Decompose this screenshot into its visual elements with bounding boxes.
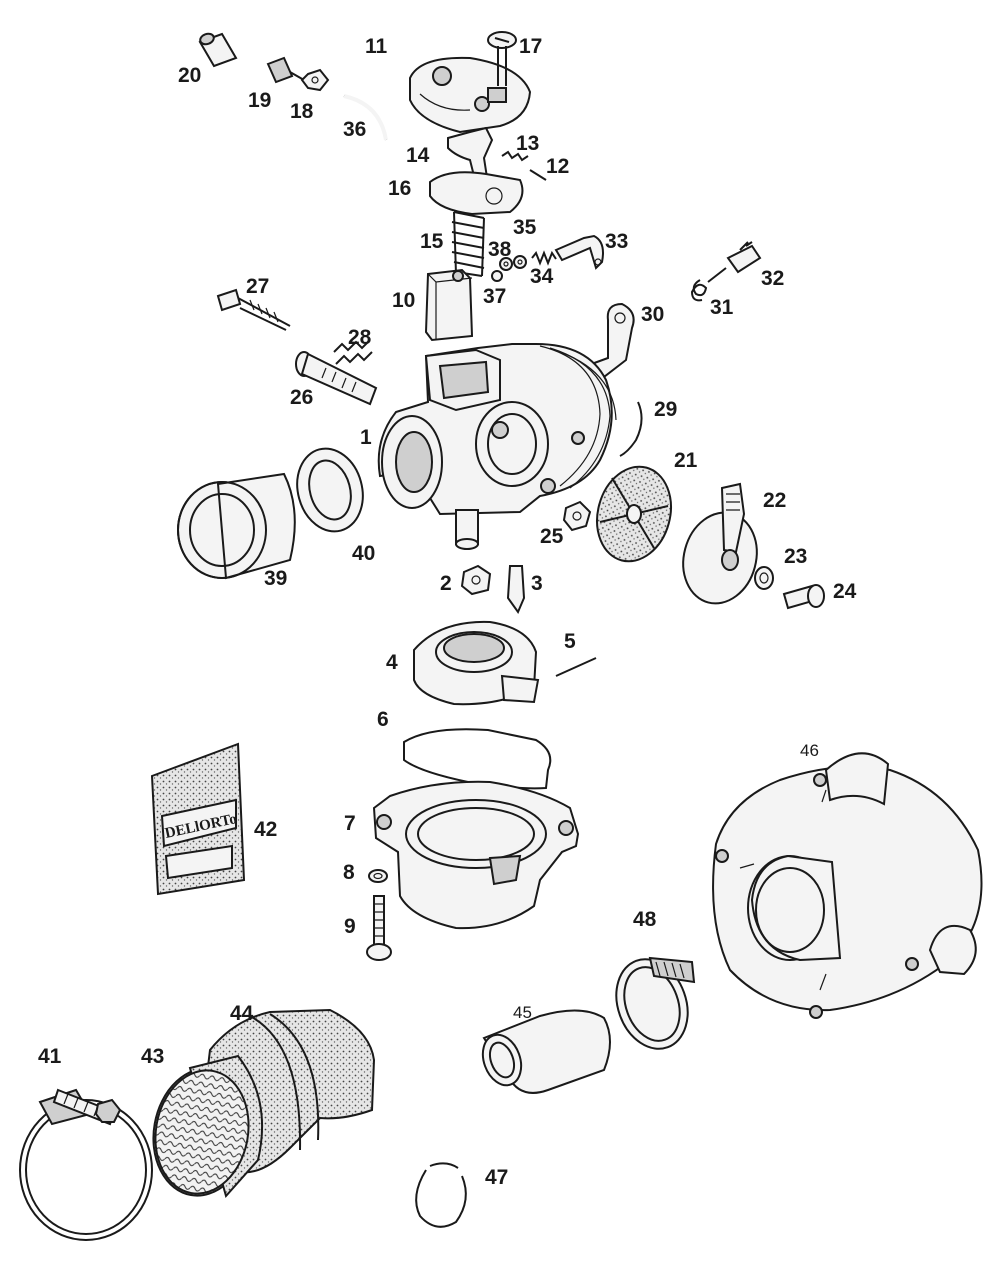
part-31-spring: [690, 267, 727, 302]
label-47: 47: [485, 1166, 508, 1189]
label-14: 14: [406, 144, 430, 167]
label-46: 46: [800, 741, 819, 760]
label-17: 17: [519, 35, 542, 58]
part-26-screw: [295, 351, 378, 406]
part-9-bolt: [366, 895, 392, 961]
part-28-spring: [333, 339, 373, 365]
part-13-spring: [501, 150, 529, 162]
part-5-float-pin: [555, 657, 597, 677]
label-1: 1: [360, 426, 372, 449]
label-26: 26: [290, 386, 313, 409]
label-25: 25: [540, 525, 564, 548]
label-3: 3: [531, 572, 543, 595]
part-2-jet: [460, 564, 492, 596]
label-31: 31: [710, 296, 734, 319]
label-23: 23: [784, 545, 807, 568]
part-12-pin: [529, 169, 547, 181]
part-16-gasket: [429, 171, 524, 216]
part-30-bracket: [584, 302, 635, 382]
part-37-oring: [491, 270, 503, 282]
label-16: 16: [388, 177, 411, 200]
part-29-clip: [619, 401, 643, 457]
part-11-top-cover: [409, 56, 532, 134]
part-32-screw: [726, 241, 762, 274]
part-39-intake-sleeve: [177, 472, 296, 580]
part-42-jet-packet: DELlORTo: [150, 742, 246, 896]
label-28: 28: [348, 326, 372, 349]
part-22-banjo-fitting: [682, 482, 758, 605]
part-35-washer: [513, 255, 527, 269]
part-7-float-bowl: [372, 780, 580, 930]
label-45: 45: [513, 1003, 532, 1022]
label-41: 41: [38, 1045, 62, 1068]
part-19-adjuster-screw: [266, 56, 305, 84]
part-25-nut: [562, 500, 592, 532]
label-40: 40: [352, 542, 375, 565]
label-48: 48: [633, 908, 657, 931]
part-17-screw: [487, 31, 517, 86]
label-6: 6: [377, 708, 389, 731]
label-42: 42: [254, 818, 277, 841]
label-35: 35: [513, 216, 537, 239]
part-14-lever: [447, 126, 494, 185]
label-43: 43: [141, 1045, 164, 1068]
part-47-ring-clip: [415, 1162, 467, 1228]
label-2: 2: [440, 572, 452, 595]
part-6-gasket: [403, 728, 552, 790]
label-24: 24: [833, 580, 857, 603]
label-30: 30: [641, 303, 664, 326]
part-45-inlet-adapter: [481, 1009, 611, 1094]
label-21: 21: [674, 449, 698, 472]
label-22: 22: [763, 489, 786, 512]
part-41-hose-clamp: [19, 1088, 153, 1241]
label-7: 7: [344, 812, 356, 835]
label-33: 33: [605, 230, 628, 253]
label-38: 38: [488, 238, 512, 261]
part-24-screw: [782, 584, 825, 610]
part-4-float: [413, 620, 540, 706]
part-40-ring: [296, 447, 364, 533]
part-20-fitting: [198, 32, 238, 68]
label-39: 39: [264, 567, 287, 590]
part-1-carburetor-body: [377, 343, 617, 550]
label-32: 32: [761, 267, 784, 290]
part-48-clamp: [615, 956, 696, 1050]
label-34: 34: [530, 265, 554, 288]
label-27: 27: [246, 275, 269, 298]
part-38-washer: [499, 257, 513, 271]
label-36: 36: [343, 118, 366, 141]
part-46-air-filter-housing: [712, 752, 983, 1019]
label-8: 8: [343, 861, 355, 884]
label-44: 44: [230, 1002, 254, 1025]
part-27-screw: [216, 288, 291, 331]
label-11: 11: [365, 35, 388, 58]
label-10: 10: [392, 289, 415, 312]
part-3-needle-valve: [506, 565, 526, 615]
label-15: 15: [420, 230, 444, 253]
label-5: 5: [564, 630, 576, 653]
part-10-throttle-slide: [424, 268, 474, 342]
part-8-washer: [368, 869, 388, 883]
part-15-spring: [451, 211, 485, 277]
label-4: 4: [386, 651, 398, 674]
part-33-idle-screw: [554, 234, 604, 270]
label-37: 37: [483, 285, 506, 308]
part-36-hose: [343, 94, 388, 141]
label-12: 12: [546, 155, 569, 178]
part-21-filter-disc: [596, 465, 672, 563]
label-19: 19: [248, 89, 271, 112]
part-23-washer: [754, 566, 774, 590]
label-18: 18: [290, 100, 314, 123]
part-34-spring: [531, 250, 557, 266]
part-18-nut: [300, 68, 330, 92]
label-13: 13: [516, 132, 539, 155]
label-29: 29: [654, 398, 677, 421]
part-43-filter-mesh: [152, 1054, 264, 1199]
label-20: 20: [178, 64, 201, 87]
label-9: 9: [344, 915, 356, 938]
